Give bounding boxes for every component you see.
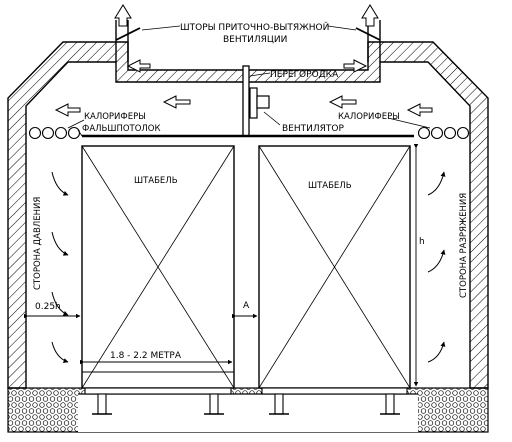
- label-dim-side-gap: 0.25h: [35, 302, 61, 312]
- label-dim-height: h: [419, 237, 425, 247]
- label-dim-width: 1.8 - 2.2 МЕТРА: [110, 351, 182, 361]
- flow-arrows-pressure-side: [51, 171, 69, 363]
- cart-left: [84, 387, 232, 415]
- partition: [242, 65, 250, 137]
- label-vacuum-side: СТОРОНА РАЗРЯЖЕНИЯ: [459, 193, 469, 298]
- flow-arrow-heater-left: [54, 103, 81, 117]
- label-shutters-line2: ВЕНТИЛЯЦИИ: [223, 35, 287, 45]
- flow-arrow-ceiling-right: [328, 95, 357, 109]
- label-shutters-line1: ШТОРЫ ПРИТОЧНО-ВЫТЯЖНОЙ: [180, 21, 329, 33]
- callout-leaders: [67, 25, 431, 137]
- label-pressure-side: СТОРОНА ДАВЛЕНИЯ: [33, 197, 43, 290]
- label-partition: ПЕРЕГОРОДКА: [270, 70, 339, 80]
- flow-arrow-ceiling-left: [162, 95, 191, 109]
- flow-arrow-left-upper: [126, 59, 151, 73]
- flow-arrows-vacuum-side: [427, 171, 446, 363]
- label-stack-left: ШТАБЕЛЬ: [134, 176, 178, 186]
- fan-icon: [249, 87, 270, 119]
- stack-right: [258, 145, 411, 389]
- flow-arrow-heater-right: [406, 103, 433, 117]
- intake-arrow-top-left: [114, 4, 132, 27]
- ventilation-shutter-right: [355, 20, 381, 62]
- flow-arrow-right-upper: [343, 59, 368, 73]
- heater-row-left: [28, 126, 81, 140]
- heater-row-right: [417, 126, 470, 140]
- label-stack-right: ШТАБЕЛЬ: [308, 181, 352, 191]
- stack-left: [81, 145, 235, 389]
- label-dim-center-gap: А: [243, 301, 250, 311]
- label-heaters-right: КАЛОРИФЕРЫ: [338, 112, 400, 122]
- label-heaters-left: КАЛОРИФЕРЫ: [84, 112, 146, 122]
- floor-slab: [78, 394, 418, 432]
- exhaust-arrow-top-right: [361, 4, 379, 27]
- label-false-ceiling: ФАЛЬШПОТОЛОК: [82, 124, 161, 134]
- cart-right: [261, 387, 408, 415]
- ventilation-shutter-left: [115, 20, 141, 62]
- label-fan: ВЕНТИЛЯТОР: [282, 124, 344, 134]
